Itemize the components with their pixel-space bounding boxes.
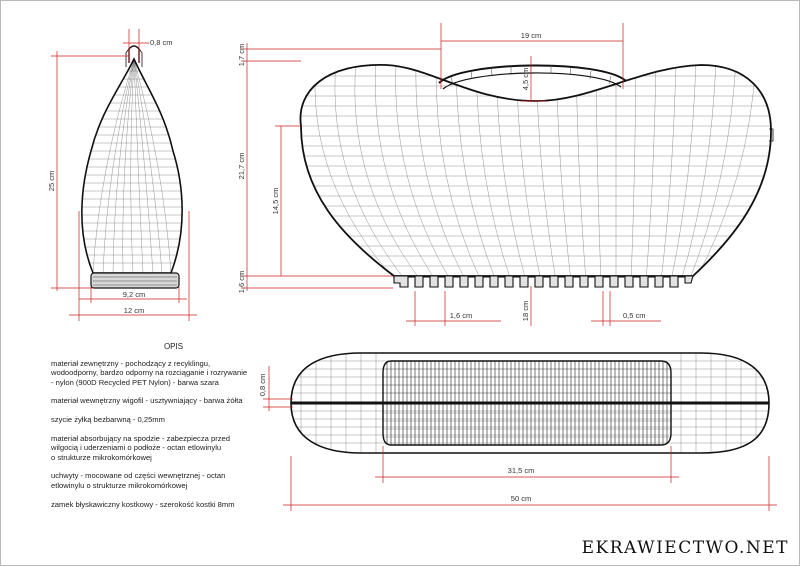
side-view (81, 45, 183, 289)
dim-top-total-width: 50 cm (511, 494, 531, 503)
top-inner-insert (382, 360, 672, 446)
dim-side-height: 25 cm (47, 171, 56, 191)
front-toothed-base (393, 275, 694, 288)
side-base (90, 272, 180, 289)
front-view (299, 64, 774, 288)
side-dimensions (51, 29, 197, 321)
description-item: uchwyty - mocowane od części wewnętrznej… (51, 471, 226, 490)
description-title: OPIS (163, 342, 184, 351)
dim-top-inner-width: 31,5 cm (508, 466, 535, 475)
dim-front-top: 1,7 cm (237, 44, 246, 67)
description-item: szycie żyłką bezbarwną - 0,25mm (51, 414, 165, 424)
dim-front-body-height: 21,7 cm (237, 153, 246, 180)
front-outline (299, 64, 772, 277)
dim-front-total-height: 18 cm (521, 301, 530, 321)
dim-side-base-width: 9,2 cm (123, 290, 146, 299)
description-item: materiał wewnętrzny wigofil - usztywniaj… (51, 396, 243, 406)
dim-side-top-thickness: 0,8 cm (150, 38, 173, 47)
side-mesh (81, 59, 183, 273)
front-dimensions (241, 23, 661, 326)
dim-front-handle-width: 19 cm (521, 31, 541, 40)
side-outline (81, 57, 183, 274)
brand-watermark: EKRAWIECTWO.NET (581, 538, 789, 558)
front-handle (438, 64, 627, 84)
dim-side-total-width: 12 cm (124, 306, 144, 315)
front-mesh (300, 64, 771, 276)
dim-front-tooth-gap: 0,5 cm (623, 311, 646, 320)
description-item: materiał absorbujący na spodzie - zabezp… (51, 433, 230, 462)
dim-front-tooth-pitch: 1,6 cm (450, 311, 473, 320)
dim-front-side-height: 14,5 cm (271, 188, 280, 215)
description-item: materiał zewnętrzny - pochodzący z recyk… (51, 358, 248, 387)
top-view (290, 352, 770, 454)
description-panel: OPIS materiał zewnętrzny - pochodzący z … (51, 342, 296, 518)
description-item: zamek błyskawiczny kostkowy - szerokość … (51, 499, 235, 509)
dim-front-bottom: 1,6 cm (237, 271, 246, 294)
top-dimensions (263, 366, 777, 511)
dim-front-handle-height: 4,5 cm (521, 68, 530, 91)
dim-top-thickness: 0,8 cm (258, 374, 267, 397)
